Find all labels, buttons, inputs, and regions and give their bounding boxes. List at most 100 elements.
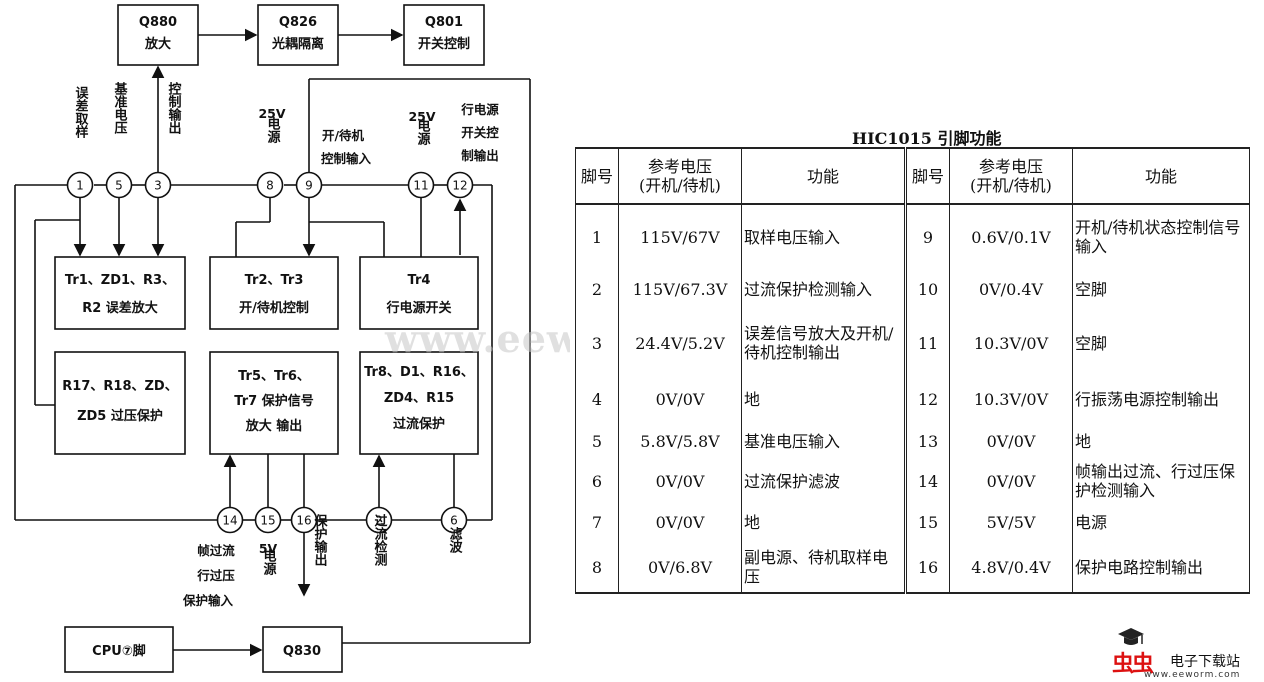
pin-number-top-3: 8 (266, 179, 274, 193)
pin-number-top-5: 11 (413, 179, 428, 193)
pin-number-cell: 8 (575, 542, 619, 594)
voltage-cell: 0.6V/0.1V (949, 204, 1073, 269)
header-voltage-right: 参考电压(开机/待机) (949, 147, 1073, 205)
pin16-label: 保护输出 (312, 513, 329, 567)
pin11-voltage: 25V (408, 109, 435, 124)
watermark-text: www.eeworld.com.cn (384, 316, 570, 361)
q801-label: Q801 (425, 15, 463, 30)
pin-number-top-2: 3 (154, 179, 162, 193)
standby-ctrl-line1: Tr2、Tr3 (245, 273, 304, 288)
protection-amp-line2: Tr7 保护信号 (234, 393, 313, 409)
header-pin-left: 脚号 (575, 147, 619, 205)
function-cell: 空脚 (1072, 310, 1250, 376)
header-voltage-left: 参考电压(开机/待机) (618, 147, 742, 205)
overcurrent-line1: Tr8、D1、R16、 (364, 365, 474, 380)
pin6-label: 滤波 (447, 526, 463, 554)
voltage-cell: 5V/5V (949, 502, 1073, 542)
overvoltage-line2: ZD5 过压保护 (77, 408, 163, 424)
block-q801 (403, 4, 485, 66)
pin-top-1 (105, 171, 133, 199)
pin-top-4 (295, 171, 323, 199)
pin8-label: 电源 (265, 116, 281, 144)
pin-top-0 (66, 171, 94, 199)
table-title: HIC1015 引脚功能 (852, 129, 1002, 148)
pin2-label: 过流检测 (372, 513, 388, 567)
header-pin-right: 脚号 (904, 147, 950, 205)
pin-bottom-0 (216, 506, 244, 534)
site-logo: 虫虫 电子下载站 www.eeworm.com (1110, 624, 1260, 680)
function-cell: 地 (741, 376, 906, 422)
pin-bottom-4 (440, 506, 468, 534)
voltage-cell: 0V/0V (618, 460, 742, 502)
line-power-switch-line2: 行电源开关 (385, 300, 451, 316)
voltage-cell: 24.4V/5.2V (618, 310, 742, 376)
pin5-label: 基准电压 (112, 81, 129, 135)
block-error-amp (54, 256, 186, 330)
pin-top-3 (256, 171, 284, 199)
pin-number-cell: 16 (904, 542, 950, 594)
pin12-label-3: 制输出 (461, 148, 499, 163)
pin-number-cell: 7 (575, 502, 619, 542)
pin-number-bottom-0: 14 (222, 514, 237, 528)
function-cell: 过流保护滤波 (741, 460, 906, 502)
pin-number-top-1: 5 (115, 179, 123, 193)
voltage-cell: 115V/67V (618, 204, 742, 269)
pin11-label: 电源 (415, 118, 431, 146)
pin15-label: 电源 (261, 548, 277, 576)
pin-number-bottom-2: 16 (296, 514, 311, 528)
voltage-cell: 10.3V/0V (949, 376, 1073, 422)
protection-amp-line3: 放大 输出 (245, 418, 303, 434)
pin-number-cell: 6 (575, 460, 619, 502)
voltage-cell: 4.8V/0.4V (949, 542, 1073, 594)
function-cell: 取样电压输入 (741, 204, 906, 269)
function-cell: 基准电压输入 (741, 422, 906, 460)
pin-number-top-6: 12 (452, 179, 467, 193)
error-amp-line1: Tr1、ZD1、R3、 (65, 273, 175, 288)
pin14-label-1: 帧过流 (197, 543, 235, 558)
block-q826 (257, 4, 339, 66)
graduation-cap-icon (1118, 628, 1144, 645)
q830-label: Q830 (283, 644, 321, 659)
block-line-power-switch (359, 256, 479, 330)
voltage-cell: 0V/6.8V (618, 542, 742, 594)
pin-number-bottom-4: 6 (450, 514, 458, 528)
function-cell: 过流保护检测输入 (741, 269, 906, 310)
voltage-cell: 0V/0V (618, 502, 742, 542)
block-standby-ctrl (209, 256, 339, 330)
q826-sublabel: 光耦隔离 (271, 36, 324, 52)
voltage-cell: 115V/67.3V (618, 269, 742, 310)
standby-ctrl-line2: 开/待机控制 (239, 300, 309, 316)
protection-amp-line1: Tr5、Tr6、 (238, 369, 310, 384)
header-function-right: 功能 (1072, 147, 1250, 205)
voltage-cell: 0V/0V (949, 422, 1073, 460)
pin14-label-3: 保护输入 (182, 593, 234, 608)
voltage-cell: 5.8V/5.8V (618, 422, 742, 460)
q826-label: Q826 (279, 15, 317, 30)
pin-top-2 (144, 171, 172, 199)
voltage-cell: 0V/0.4V (949, 269, 1073, 310)
pin-number-cell: 3 (575, 310, 619, 376)
overvoltage-line1: R17、R18、ZD、 (62, 379, 177, 394)
function-cell: 开机/待机状态控制信号输入 (1072, 204, 1250, 269)
voltage-cell: 10.3V/0V (949, 310, 1073, 376)
pin-number-top-0: 1 (76, 179, 84, 193)
q880-label: Q880 (139, 15, 177, 30)
pin8-voltage: 25V (258, 106, 285, 121)
function-cell: 地 (1072, 422, 1250, 460)
voltage-cell: 0V/0V (949, 460, 1073, 502)
pin-number-cell: 15 (904, 502, 950, 542)
pin12-label-2: 开关控 (461, 125, 499, 140)
pin-number-bottom-3: 2 (375, 514, 383, 528)
error-amp-line2: R2 误差放大 (82, 300, 158, 316)
pin15-voltage: 5V (259, 541, 278, 556)
pin-bottom-1 (254, 506, 282, 534)
pin-number-cell: 10 (904, 269, 950, 310)
voltage-cell: 0V/0V (618, 376, 742, 422)
